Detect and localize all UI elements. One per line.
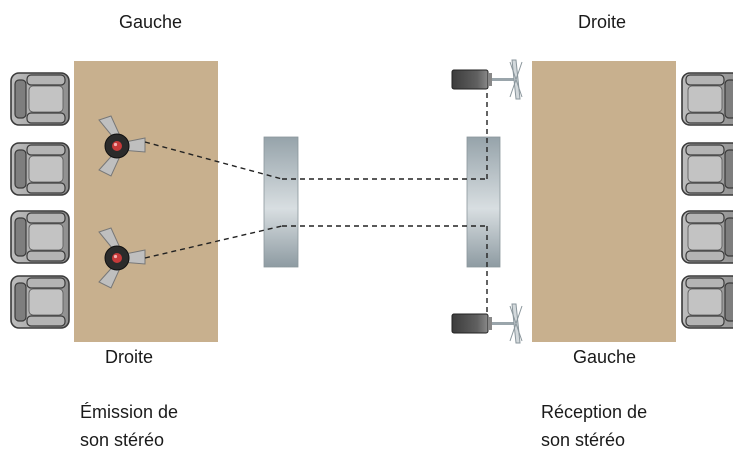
chair-icon — [681, 275, 733, 329]
signal-lines — [144, 84, 488, 321]
left-table — [74, 61, 218, 342]
chair-icon — [10, 275, 70, 329]
right-caption-line2: son stéréo — [541, 430, 626, 450]
chair-icon — [10, 210, 70, 264]
codec-panel-left — [263, 136, 299, 268]
codec-panel-right — [466, 136, 501, 268]
right-table — [532, 61, 676, 342]
chair-icon — [681, 142, 733, 196]
left-room-top-label: Gauche — [119, 12, 183, 32]
left-caption: Émission de son stéréo — [80, 398, 178, 454]
chair-icon — [681, 72, 733, 126]
left-caption-line2: son stéréo — [80, 430, 165, 450]
chair-icon — [10, 142, 70, 196]
chair-icon — [10, 72, 70, 126]
right-caption: Réception de son stéréo — [541, 398, 647, 454]
right-caption-line1: Réception de — [541, 402, 648, 422]
right-room-bottom-label: Gauche — [573, 347, 637, 367]
left-room-bottom-label: Droite — [105, 347, 154, 367]
right-room-top-label: Droite — [578, 12, 627, 32]
left-caption-line1: Émission de — [80, 402, 179, 422]
chair-icon — [681, 210, 733, 264]
